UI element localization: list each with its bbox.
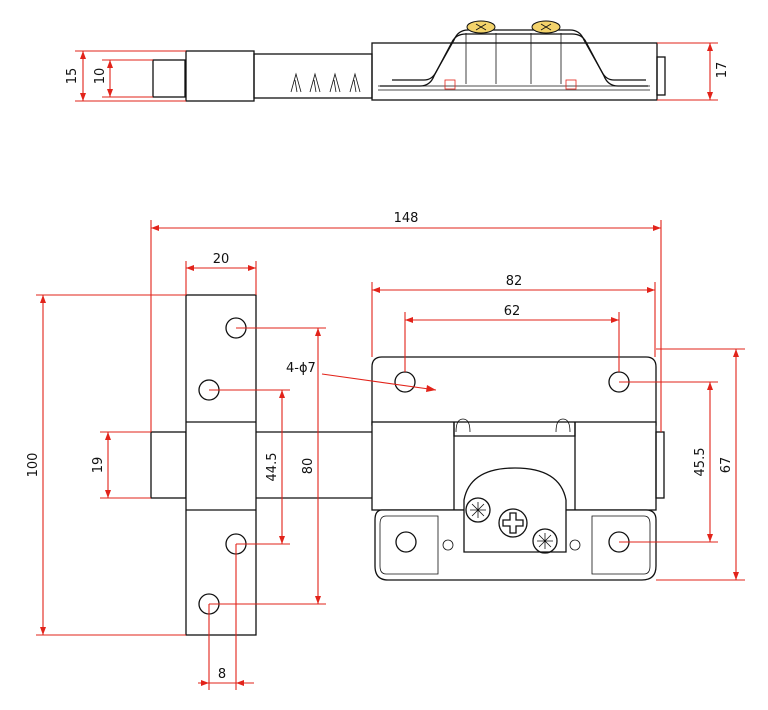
dim-62: 62 [504,304,521,319]
dim-top-17: 17 [715,62,730,79]
dim-148: 148 [394,211,419,226]
dim-67: 67 [719,457,734,474]
top-bolt-teeth [290,72,361,93]
dim-80: 80 [301,458,316,475]
top-bracket [380,33,648,87]
top-screw-right [530,20,562,84]
dim-44-5: 44.5 [265,453,280,482]
screw-center [498,508,528,538]
dim-hole-callout: 4-ϕ7 [286,361,316,376]
bolt-end [150,431,187,499]
front-view [150,294,665,636]
top-view: 15 10 17 [65,20,730,102]
top-screw-left [465,20,497,84]
top-keeper [185,50,255,102]
top-dimensions [75,42,718,102]
dim-8: 8 [218,667,226,682]
screw-right [532,528,558,554]
keeper-plate [185,294,257,636]
dim-19: 19 [91,457,106,474]
screw-left [465,497,491,523]
dim-top-10: 10 [93,68,108,85]
dim-45-5: 45.5 [693,448,708,477]
lock-dome [463,467,567,553]
top-lock-body [371,42,658,101]
front-dimensions [36,220,745,690]
dim-20: 20 [213,252,230,267]
dim-100: 100 [26,453,41,478]
top-bolt-end [152,59,186,98]
dim-top-15: 15 [65,68,80,85]
lock-hole-3 [395,531,417,553]
dim-82: 82 [506,274,523,289]
